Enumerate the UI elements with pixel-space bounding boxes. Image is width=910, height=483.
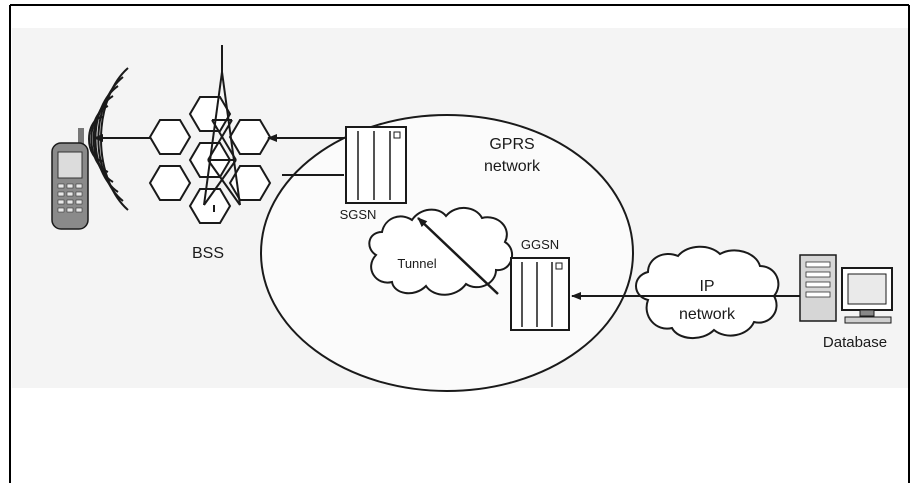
ip-network-label-line2: network	[679, 306, 736, 323]
mobile-phone-icon	[51, 128, 89, 230]
tunnel-cloud	[368, 207, 514, 296]
gprs-network-label-line2: network	[484, 158, 541, 175]
ip-network-cloud	[635, 245, 780, 339]
tunnel-arrow	[417, 217, 499, 295]
bss-label: BSS	[192, 245, 224, 262]
frame-border	[9, 4, 910, 483]
ggsn-server-icon	[510, 257, 570, 331]
tunnel-label: Tunnel	[397, 256, 436, 271]
gprs-network-label-line1: GPRS	[489, 136, 534, 153]
ip-network-label-line1: IP	[699, 278, 714, 295]
cell-hexagons	[148, 96, 272, 224]
antenna-tower-icon	[203, 45, 241, 212]
ggsn-label: GGSN	[521, 237, 559, 252]
sgsn-server-icon	[345, 126, 407, 204]
database-label: Database	[823, 334, 887, 351]
computer-workstation-icon	[799, 254, 893, 324]
sgsn-label: SGSN	[340, 207, 377, 222]
